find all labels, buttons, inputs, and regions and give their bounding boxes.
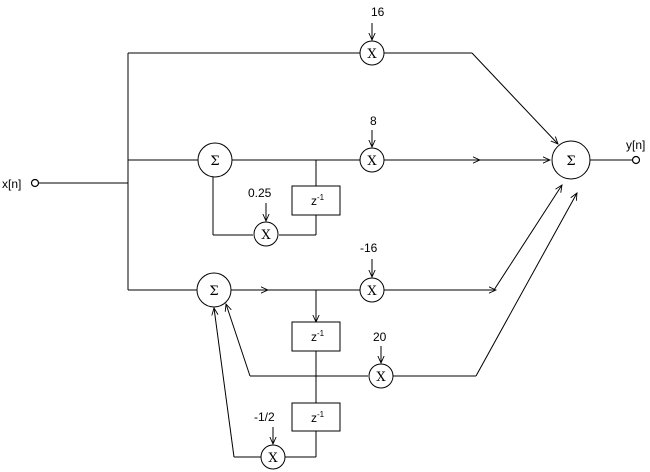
multiplier-16-symbol: X xyxy=(367,47,377,62)
input-port xyxy=(30,178,40,188)
output-label: y[n] xyxy=(626,138,645,152)
summer-2-symbol: Σ xyxy=(209,284,218,299)
delay-box-1 xyxy=(291,185,341,216)
gain-neg16-label: -16 xyxy=(360,241,378,255)
wire-branch3-diag xyxy=(493,185,562,291)
gain-8-label: 8 xyxy=(370,114,377,128)
multiplier-0.25-symbol: X xyxy=(261,228,271,243)
multiplier-neg16-symbol: X xyxy=(367,284,377,299)
delay-box-1-label: z-1 xyxy=(311,193,325,208)
wire-fb20-up xyxy=(226,304,251,377)
multiplier-neg-half-symbol: X xyxy=(268,451,278,466)
gain-20-label: 20 xyxy=(373,330,387,344)
delay-box-2 xyxy=(291,321,341,352)
gain-16-label: 16 xyxy=(371,5,385,19)
gain-0.25-label: 0.25 xyxy=(248,186,272,200)
summer-1-symbol: Σ xyxy=(210,154,219,169)
multiplier-16 xyxy=(359,40,385,66)
multiplier-8-symbol: X xyxy=(367,154,377,169)
input-label: x[n] xyxy=(2,177,21,191)
multiplier-0.25 xyxy=(253,221,279,247)
output-port xyxy=(631,155,641,165)
output-summer-symbol: Σ xyxy=(566,154,575,169)
summer-1 xyxy=(197,142,233,178)
delay-box-3-label: z-1 xyxy=(311,410,325,425)
delay-box-2-label: z-1 xyxy=(311,329,325,344)
multiplier-20-symbol: X xyxy=(376,370,386,385)
wire-branch1-diag xyxy=(471,52,558,144)
wire-fb-half-up xyxy=(214,308,235,458)
wire-fb20-diag xyxy=(475,193,577,377)
delay-box-3 xyxy=(291,402,341,432)
gain-neg-half-label: -1/2 xyxy=(254,410,275,424)
